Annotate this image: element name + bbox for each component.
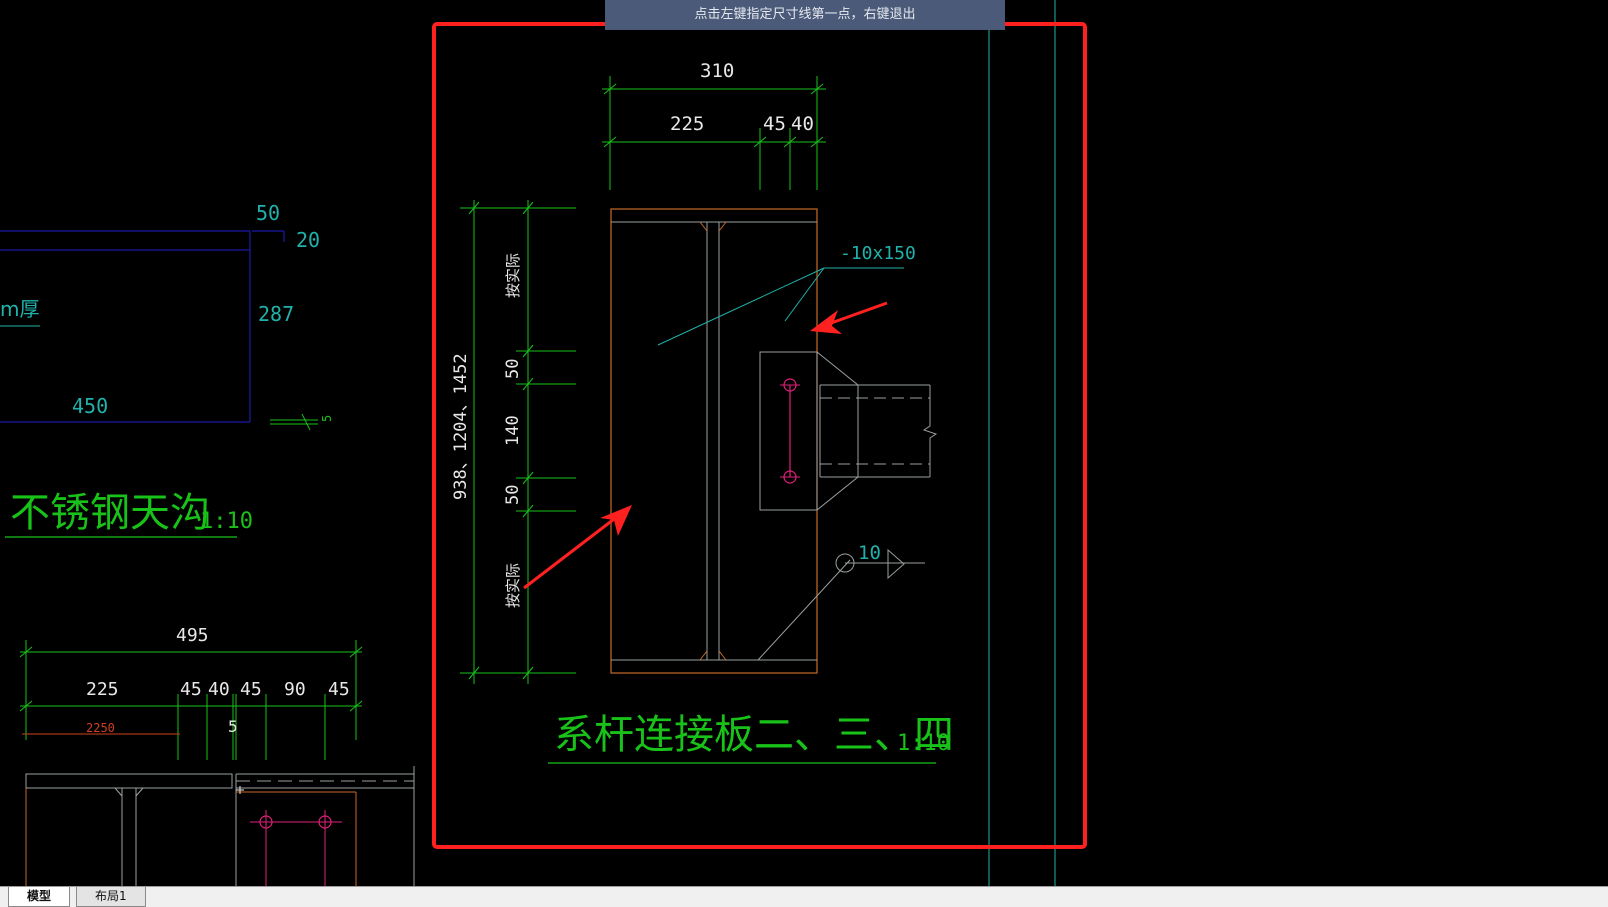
dim-vertical-bottom: 按实际 [504,563,522,608]
dim-45-a-bottom: 45 [180,679,202,700]
dim-40-top: 40 [791,113,814,135]
model-space-canvas[interactable]: 50 20 287 450 m厚 5 不锈钢天沟 1:10 495 225 45… [0,0,1608,886]
main-top-dimensions [602,76,826,190]
tab-model[interactable]: 模型 [8,887,71,907]
dim-90-bottom: 90 [284,679,306,700]
dim-vertical-overall: 938、1204、1452 [451,353,471,500]
slope-mark: 5 [320,415,334,422]
dim-vertical-top: 按实际 [504,253,522,298]
main-vertical-dimensions [460,200,576,684]
dim-45-b-bottom: 45 [240,679,262,700]
dim-450-left: 450 [72,394,108,418]
dim-2250: 2250 [86,721,115,735]
arrow-annotation-bottom [523,505,632,590]
dim-50-left: 50 [256,201,280,225]
dim-vertical-50a: 50 [503,359,523,379]
dim-vertical-50b: 50 [503,485,523,505]
dim-287-left: 287 [258,302,294,326]
gutter-scale: 1:10 [200,509,253,534]
dim-310: 310 [700,60,734,82]
command-prompt-banner: 点击左键指定尺寸线第一点，右键退出 [605,0,1005,30]
tab-layout1[interactable]: 布局1 [76,887,146,907]
arrow-annotation-top [810,301,888,334]
cad-drawing[interactable]: 50 20 287 450 m厚 5 不锈钢天沟 1:10 495 225 45… [0,0,1608,886]
dim-vertical-140: 140 [503,415,523,446]
left-bottom-partial-plate [25,766,415,886]
dim-5-bottom: 5 [228,717,238,736]
plate-leader [657,267,904,346]
gutter-title: 不锈钢天沟 [10,490,210,536]
layout-tab-bar: 模型 布局1 [0,886,1608,907]
main-detail-title: 系杆连接板二、三、四 [554,712,954,758]
dim-225-bottom: 225 [86,679,119,700]
dim-45-c-bottom: 45 [328,679,350,700]
main-detail-scale: 1:10 [897,731,950,756]
left-bottom-dimensions [19,640,363,760]
dim-45-top: 45 [763,113,786,135]
plate-label: -10x150 [840,243,916,264]
connection-plate [610,208,938,674]
dim-225-top: 225 [670,113,704,135]
dim-40-bottom: 40 [208,679,230,700]
dim-495: 495 [176,625,209,646]
weld-size-label: 10 [858,542,881,564]
thickness-note: m厚 [0,297,39,321]
gutter-detail [0,230,318,538]
dim-20-left: 20 [296,228,320,252]
